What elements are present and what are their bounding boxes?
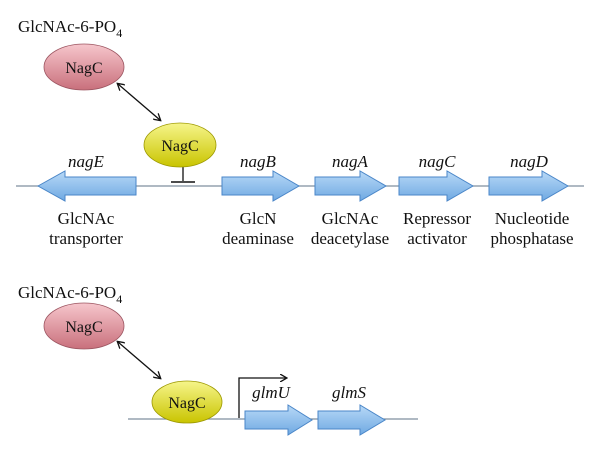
bottom-panel: GlcNAc-6-PO4 NagC NagC glmU glmS	[18, 283, 418, 436]
gene-nagA-name: nagA	[332, 152, 369, 171]
gene-nagD-arrow	[488, 170, 570, 202]
top-binding-equilibrium-arrow	[118, 84, 160, 120]
gene-nagB-desc-1: GlcN	[240, 209, 277, 228]
gene-nagD-desc-1: Nucleotide	[495, 209, 570, 228]
gene-nagA-arrow	[314, 170, 388, 202]
gene-nagD: nagD Nucleotide phosphatase	[488, 152, 574, 248]
promoter-arrow	[238, 378, 286, 418]
bottom-binding-equilibrium-arrow	[118, 342, 160, 378]
gene-glmU-arrow	[244, 404, 313, 436]
gene-nagD-name: nagD	[510, 152, 549, 171]
gene-nagE-name: nagE	[68, 152, 105, 171]
gene-nagC-name: nagC	[419, 152, 457, 171]
gene-glmS: glmS	[317, 383, 386, 436]
gene-nagE-arrow	[36, 170, 137, 202]
gene-nagC-arrow	[398, 170, 475, 202]
gene-nagB: nagB GlcN deaminase	[221, 152, 301, 248]
top-free-nagc: NagC	[43, 43, 125, 91]
gene-glmU: glmU	[244, 383, 313, 436]
gene-nagC-desc-2: activator	[407, 229, 467, 248]
top-free-nagc-label: NagC	[65, 60, 102, 77]
top-panel: GlcNAc-6-PO4 NagC NagC nagE GlcNAc trans…	[16, 17, 584, 248]
gene-nagE-desc-1: GlcNAc	[58, 209, 115, 228]
bottom-free-nagc-label: NagC	[65, 319, 102, 336]
gene-nagB-name: nagB	[240, 152, 277, 171]
gene-nagB-desc-2: deaminase	[222, 229, 294, 248]
gene-nagC-desc-1: Repressor	[403, 209, 471, 228]
bottom-free-nagc: NagC	[43, 302, 125, 350]
gene-glmU-name: glmU	[252, 383, 292, 402]
bottom-bound-nagc-label: NagC	[168, 395, 205, 412]
gene-nagE-desc-2: transporter	[49, 229, 123, 248]
bottom-molecule-label: GlcNAc-6-PO4	[18, 283, 122, 306]
top-bound-nagc-label: NagC	[161, 138, 198, 155]
top-molecule-label: GlcNAc-6-PO4	[18, 17, 122, 40]
gene-nagC: nagC Repressor activator	[398, 152, 475, 248]
gene-glmS-name: glmS	[332, 383, 367, 402]
top-bound-nagc: NagC	[143, 122, 217, 168]
gene-nagA-desc-2: deacetylase	[311, 229, 389, 248]
gene-glmS-arrow	[317, 404, 386, 436]
gene-nagD-desc-2: phosphatase	[490, 229, 573, 248]
gene-nagA: nagA GlcNAc deacetylase	[311, 152, 389, 248]
gene-nagE: nagE GlcNAc transporter	[36, 152, 137, 248]
bottom-bound-nagc: NagC	[151, 380, 223, 424]
gene-nagB-arrow	[221, 170, 301, 202]
gene-nagA-desc-1: GlcNAc	[322, 209, 379, 228]
